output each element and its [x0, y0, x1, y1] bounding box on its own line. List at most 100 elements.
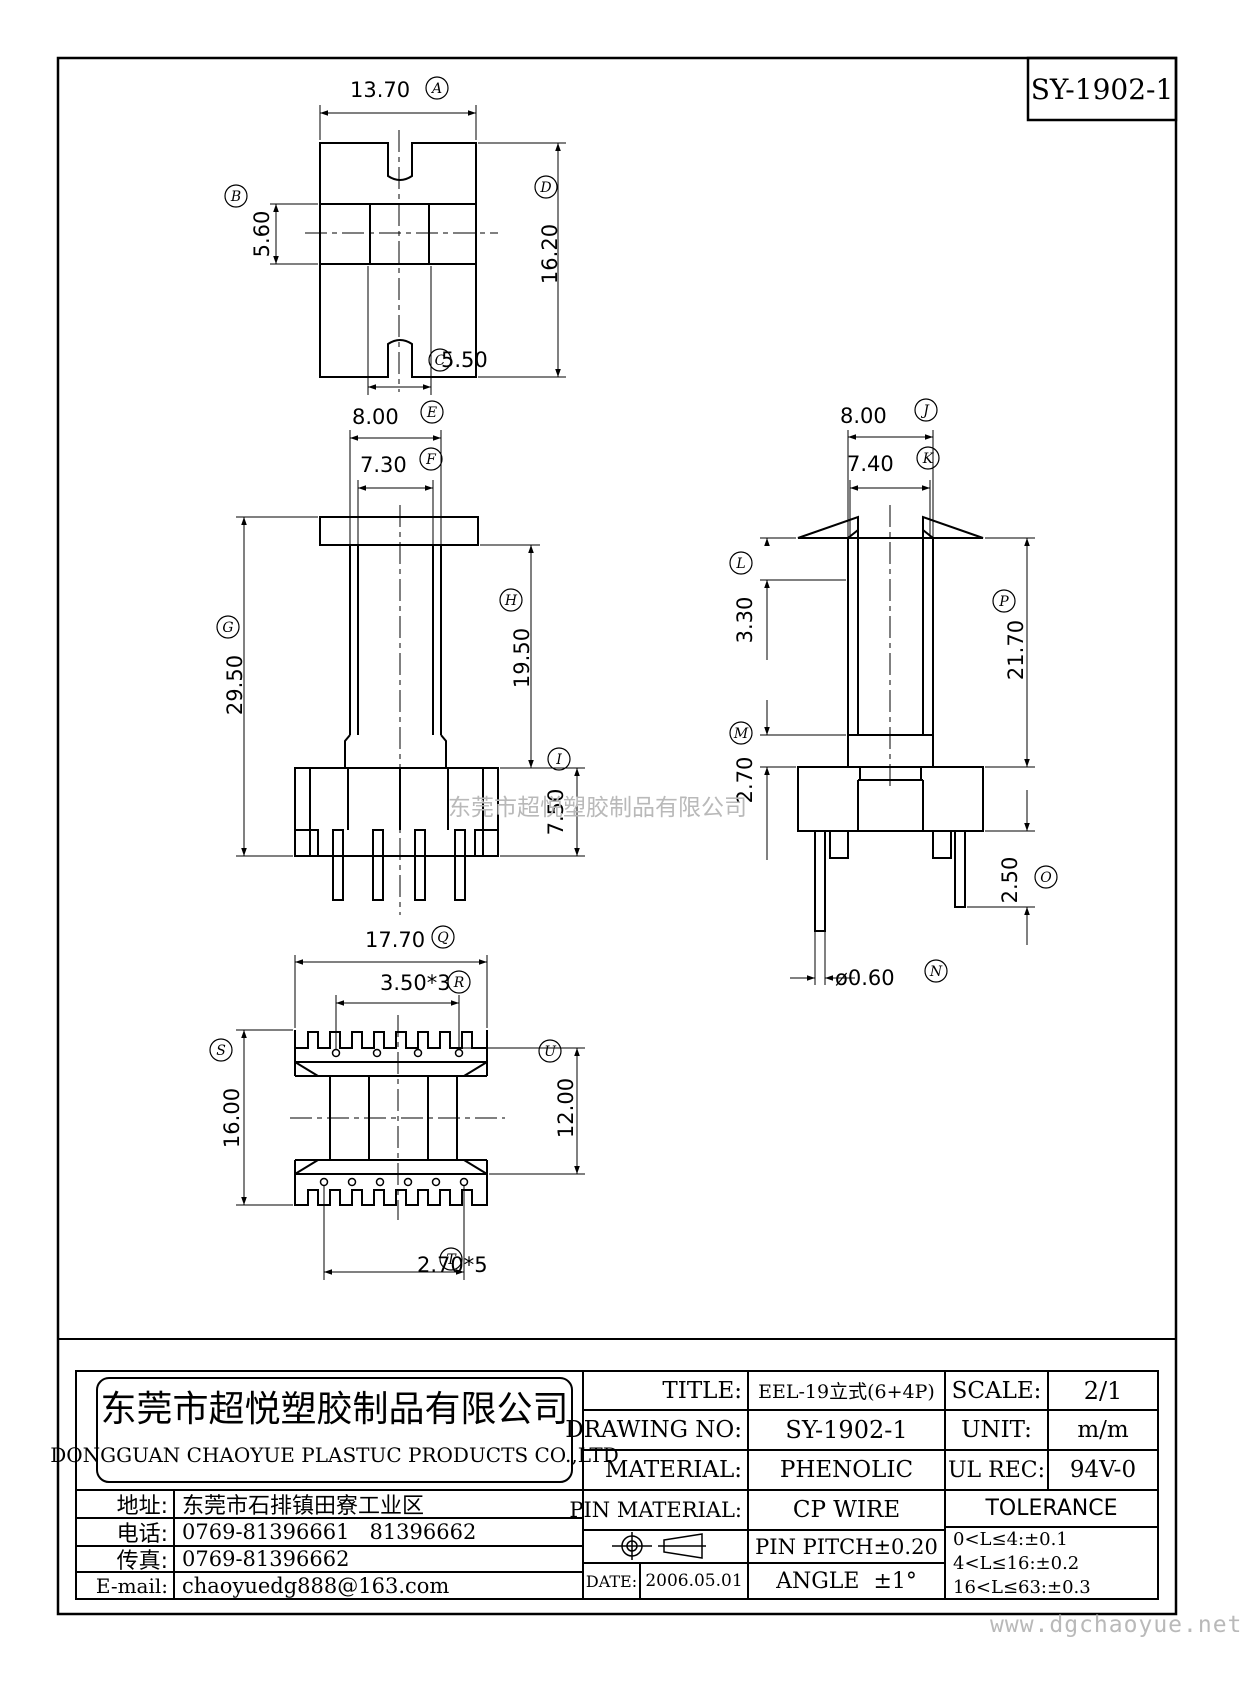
ref-circle-i	[547, 747, 571, 771]
email-label: E-mail:	[95, 1573, 168, 1598]
drawing-number-box: SY-1902-1	[1030, 72, 1174, 106]
dimension-n: ø0.60	[835, 966, 895, 990]
drawing-no-value: SY-1902-1	[785, 1416, 908, 1444]
title-label: TITLE:	[662, 1377, 742, 1404]
top-view	[270, 105, 566, 395]
ref-letter-t: T	[446, 1252, 457, 1268]
ref-letter-u: U	[544, 1044, 557, 1060]
ref-circle-f	[419, 447, 443, 471]
ref-letter-c: C	[435, 353, 446, 369]
tolerance-line-2: 4<L≤16:±0.2	[953, 1552, 1080, 1574]
ref-letter-b: B	[230, 189, 241, 205]
ref-letter-n: N	[929, 964, 943, 980]
ref-letter-a: A	[430, 81, 442, 97]
date-label: DATE:	[585, 1571, 638, 1591]
dimension-c: 5.50	[441, 348, 488, 372]
dimension-o: 2.50	[998, 856, 1022, 904]
angle-tolerance: ANGLE ±1°	[776, 1568, 917, 1594]
ref-circle-c	[428, 348, 452, 372]
ref-letter-g: G	[222, 620, 233, 636]
ul-rec-value: 94V-0	[1069, 1457, 1137, 1483]
side-view	[760, 430, 1035, 985]
dimension-j: 8.00	[840, 404, 887, 428]
ref-letter-r: R	[453, 975, 465, 991]
company-name-cn: 东莞市超悦塑胶制品有限公司	[100, 1389, 569, 1430]
ref-circle-q	[431, 925, 455, 949]
scale-value: 2/1	[1083, 1376, 1123, 1405]
ref-circle-s	[209, 1038, 233, 1062]
dimension-p: 21.70	[1004, 619, 1028, 681]
ref-letter-s: S	[216, 1043, 226, 1059]
tolerance-label: TOLERANCE	[985, 1496, 1118, 1521]
dimension-t: 2.70*5	[417, 1253, 488, 1277]
pin-material-label: PIN MATERIAL:	[569, 1498, 742, 1522]
dimension-g: 29.50	[223, 654, 247, 716]
dimension-s: 16.00	[220, 1087, 244, 1149]
ref-circle-t	[439, 1247, 463, 1271]
outer-frame	[56, 56, 1178, 1616]
dimension-b: 5.60	[250, 210, 274, 258]
phone-value: 0769-81396661 81396662	[182, 1520, 477, 1544]
front-view	[236, 430, 585, 915]
ref-letter-l: L	[735, 556, 745, 572]
ref-circle-l	[729, 551, 753, 575]
fax-value: 0769-81396662	[182, 1547, 350, 1571]
phone-label: 电话:	[116, 1522, 168, 1547]
material-value: PHENOLIC	[779, 1457, 914, 1483]
dimension-a: 13.70	[350, 78, 411, 102]
company-name-en: DONGGUAN CHAOYUE PLASTUC PRODUCTS CO.,LT…	[50, 1443, 619, 1467]
ref-circle-j	[914, 398, 938, 422]
ref-letter-h: H	[504, 593, 518, 609]
bottom-view	[236, 955, 585, 1280]
dimension-r: 3.50*3	[380, 971, 451, 995]
ref-circle-u	[538, 1039, 562, 1063]
ul-rec-label: UL REC:	[947, 1457, 1045, 1483]
ref-letter-e: E	[426, 405, 437, 421]
ref-circle-g	[216, 615, 240, 639]
ref-circle-m	[729, 721, 753, 745]
ref-letter-k: K	[922, 451, 935, 467]
email-value: chaoyuedg888@163.com	[182, 1573, 450, 1598]
watermark-url: www.dgchaoyue.net	[990, 1612, 1241, 1638]
material-label: MATERIAL:	[604, 1457, 742, 1483]
ref-circle-b	[224, 184, 248, 208]
address-value: 东莞市石排镇田寮工业区	[182, 1494, 425, 1519]
ref-letter-o: O	[1040, 870, 1052, 886]
pin-pitch: PIN PITCH±0.20	[755, 1534, 938, 1559]
ref-circle-h	[499, 588, 523, 612]
dimension-f: 7.30	[360, 453, 407, 477]
ref-circle-a	[425, 76, 449, 100]
title-block-grid	[75, 1370, 1159, 1600]
dimension-l: 3.30	[733, 596, 757, 644]
ref-circle-e	[420, 400, 444, 424]
pin-material-value: CP WIRE	[792, 1497, 901, 1523]
dimension-u: 12.00	[554, 1077, 578, 1139]
ref-circle-r	[447, 970, 471, 994]
address-label: 地址:	[116, 1494, 168, 1519]
ref-circle-o	[1034, 865, 1058, 889]
dimension-e: 8.00	[352, 405, 399, 429]
ref-letter-f: F	[425, 452, 437, 468]
scale-label: SCALE:	[951, 1377, 1042, 1404]
ref-circle-d	[534, 175, 558, 199]
drawing-number-frame	[1026, 56, 1178, 122]
dimension-k: 7.40	[847, 452, 894, 476]
tolerance-line-3: 16<L≤63:±0.3	[953, 1576, 1091, 1598]
ref-circle-p	[992, 589, 1016, 613]
title-value: EEL-19立式(6+4P)	[758, 1381, 935, 1403]
unit-value: m/m	[1077, 1417, 1129, 1443]
ref-letter-p: P	[998, 594, 1009, 610]
ref-letter-q: Q	[437, 930, 449, 946]
dimension-d: 16.20	[538, 223, 562, 285]
watermark-center: 东莞市超悦塑胶制品有限公司	[448, 795, 747, 821]
drawing-no-label: DRAWING NO:	[565, 1417, 742, 1443]
ref-letter-j: J	[920, 403, 930, 419]
ref-circle-k	[916, 446, 940, 470]
dimension-q: 17.70	[365, 928, 426, 952]
unit-label: UNIT:	[961, 1417, 1032, 1443]
date-value: 2006.05.01	[645, 1571, 743, 1591]
tolerance-line-1: 0<L≤4:±0.1	[953, 1528, 1068, 1550]
ref-letter-d: D	[539, 180, 551, 196]
